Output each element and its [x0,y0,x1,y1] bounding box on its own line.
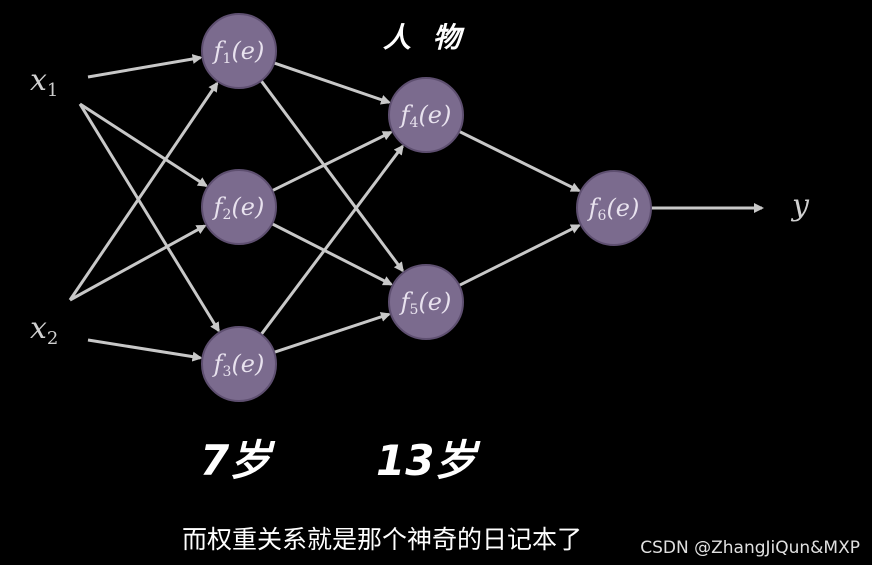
node-f6: f6(e) [576,170,652,246]
edge-f1-f5 [259,79,404,273]
node-arg: (e) [231,193,264,221]
node-label-f6: f6(e) [587,194,640,224]
node-label-f2: f2(e) [212,193,265,223]
edge-f2-f4 [271,130,393,193]
edge-f4-f6 [458,130,581,193]
node-f5: f5(e) [388,264,464,340]
edge-x1-f1 [87,54,203,79]
top-annotation: 人 物 [383,21,467,54]
node-circle-f1 [201,13,277,89]
node-label-f4: f4(e) [399,101,452,131]
node-circle-f3 [201,326,277,402]
node-sub: 6 [598,208,607,224]
node-arg: (e) [231,37,264,65]
edges-layer [68,54,764,362]
node-sub: 3 [223,364,232,380]
edge-x1-f3 [78,103,220,333]
node-arg: (e) [231,350,264,378]
node-label-f1: f1(e) [212,37,265,67]
node-arg: (e) [418,288,451,316]
node-sub: 4 [410,115,419,131]
input-sub: 2 [47,328,58,349]
node-circle-f6 [576,170,652,246]
input-sub: 1 [47,80,58,101]
output-label-y: y [790,188,810,223]
input-label-x1: x1 [30,63,58,101]
node-arg: (e) [606,194,639,222]
node-sub: 5 [410,302,419,318]
input-symbol: x [30,63,47,98]
node-arg: (e) [418,101,451,129]
video-subtitle: 而权重关系就是那个神奇的日记本了 [182,525,582,554]
nodes-layer: f1(e) f2(e) f3(e) f4(e) f5(e) f6(e) [201,13,652,402]
node-f1: f1(e) [201,13,277,89]
node-label-f3: f3(e) [212,350,265,380]
input-symbol: x [30,311,47,346]
node-circle-f4 [388,77,464,153]
node-f4: f4(e) [388,77,464,153]
node-f3: f3(e) [201,326,277,402]
node-circle-f5 [388,264,464,340]
edge-f3-f5 [273,312,391,354]
input-label-x2: x2 [30,311,58,349]
node-label-f5: f5(e) [399,288,452,318]
edge-f1-f4 [273,61,391,105]
edge-x1-f2 [79,102,208,188]
node-sub: 1 [223,51,232,67]
node-circle-f2 [201,169,277,245]
age-annotation-13: 13岁 [376,436,481,485]
node-sub: 2 [223,207,232,223]
edge-x2-f2 [69,224,207,302]
age-annotation-7: 7岁 [200,436,276,485]
edge-f3-f4 [260,144,404,336]
watermark: CSDN @ZhangJiQun&MXP [640,538,860,558]
edge-f5-f6 [458,224,581,287]
node-f2: f2(e) [201,169,277,245]
edge-f2-f5 [271,222,394,286]
edge-x2-f3 [87,338,203,362]
edge-x2-f1 [68,81,219,301]
